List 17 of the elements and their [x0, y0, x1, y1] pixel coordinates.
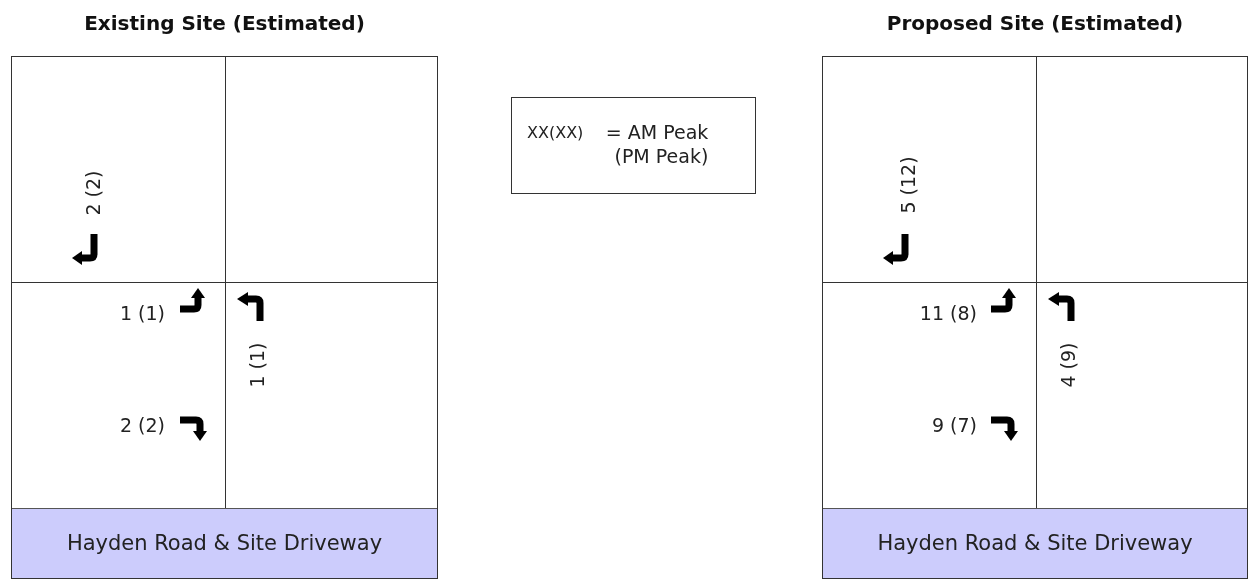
street-name-band [823, 508, 1247, 578]
traffic-volume: 11 (8) [919, 302, 977, 324]
traffic-volume: 5 (12) [897, 156, 919, 214]
street-name: Hayden Road & Site Driveway [66, 529, 383, 557]
traffic-volume: 1 (1) [246, 342, 268, 388]
street-name-band [12, 508, 437, 578]
traffic-volume: 1 (1) [119, 302, 165, 324]
traffic-volume: 4 (9) [1057, 342, 1079, 388]
legend-text: = AM Peak (PM Peak) [604, 120, 709, 168]
legend-text: XX(XX) [527, 122, 584, 144]
legend-box [511, 97, 756, 194]
panel-title: Existing Site (Estimated) [84, 10, 365, 37]
traffic-volume: 2 (2) [82, 170, 104, 216]
traffic-volume: 2 (2) [119, 414, 165, 436]
panel-title: Proposed Site (Estimated) [886, 10, 1184, 37]
traffic-volume: 9 (7) [931, 414, 977, 436]
street-name: Hayden Road & Site Driveway [877, 529, 1193, 557]
